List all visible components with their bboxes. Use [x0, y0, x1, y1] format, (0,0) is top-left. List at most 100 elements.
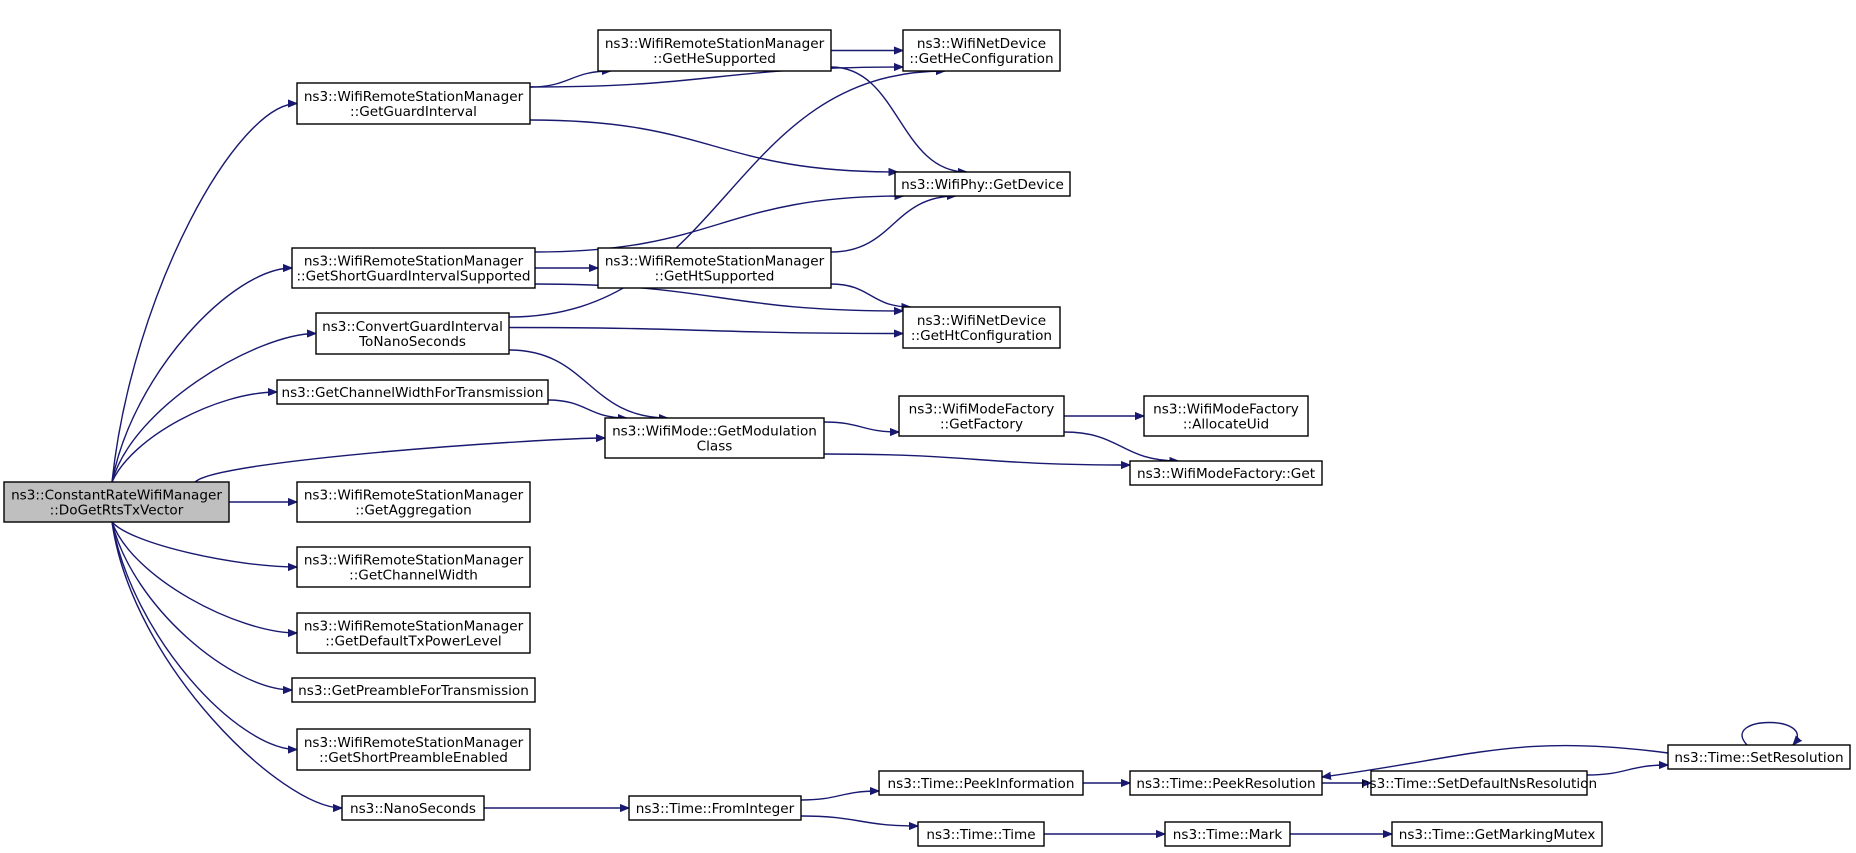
edge-sgi-to-dev	[534, 196, 904, 253]
node-label-line: ns3::Time::PeekInformation	[888, 776, 1075, 792]
node-label-line: ::GetShortGuardIntervalSupported	[296, 269, 530, 285]
graph-node-root: ns3::ConstantRateWifiManager::DoGetRtsTx…	[3, 481, 230, 523]
node-label-line: ns3::Time::SetDefaultNsResolution	[1361, 776, 1597, 792]
edge	[111, 334, 316, 483]
node-box	[917, 821, 1045, 847]
node-label-line: ns3::Time::Time	[926, 827, 1035, 843]
graph-node-setres[interactable]: ns3::Time::SetResolution	[1667, 744, 1851, 770]
node-label-line: ns3::WifiRemoteStationManager	[605, 254, 825, 270]
edge-fromint-to-peekinfo	[800, 791, 879, 801]
node-label-line: ns3::WifiRemoteStationManager	[304, 488, 524, 504]
node-label-line: ::GetFactory	[940, 417, 1023, 433]
node-box	[291, 677, 536, 703]
node-label-line: ::GetHeSupported	[653, 51, 776, 67]
edge-cgi-to-mod	[508, 349, 668, 418]
node-label-line: ns3::WifiModeFactory::Get	[1137, 466, 1315, 482]
edge	[823, 421, 899, 432]
edge-root-to-mod	[194, 438, 605, 483]
node-label-line: ns3::WifiModeFactory	[1153, 402, 1299, 418]
edge-hts-to-htcfg	[830, 283, 911, 307]
graph-node-sgi[interactable]: ns3::WifiRemoteStationManager::GetShortG…	[291, 247, 536, 289]
graph-node-chw[interactable]: ns3::WifiRemoteStationManager::GetChanne…	[296, 546, 531, 588]
edge	[111, 104, 297, 483]
node-label-line: ns3::WifiPhy::GetDevice	[901, 177, 1064, 193]
graph-node-dev[interactable]: ns3::WifiPhy::GetDevice	[894, 171, 1071, 197]
edge-setdef-to-setres	[1586, 765, 1668, 776]
graph-node-setdef[interactable]: ns3::Time::SetDefaultNsResolution	[1361, 770, 1597, 796]
graph-node-htcfg[interactable]: ns3::WifiNetDevice::GetHtConfiguration	[902, 306, 1061, 349]
edge	[111, 521, 297, 750]
edge-fac-to-mfget	[1063, 431, 1179, 461]
edge-setres-to-setres	[1741, 721, 1797, 746]
edge-fromint-to-time	[800, 815, 918, 826]
edge	[547, 399, 627, 418]
node-label-line: ns3::ConvertGuardInterval	[322, 319, 503, 335]
node-box	[1391, 821, 1603, 847]
graph-node-peekinfo[interactable]: ns3::Time::PeekInformation	[878, 770, 1084, 796]
edge-gi-to-dev	[529, 119, 898, 172]
node-label-line: ::GetGuardInterval	[350, 104, 477, 120]
graph-node-dtx[interactable]: ns3::WifiRemoteStationManager::GetDefaul…	[296, 612, 531, 654]
edge	[111, 268, 292, 483]
graph-node-hts[interactable]: ns3::WifiRemoteStationManager::GetHtSupp…	[597, 247, 832, 289]
node-label-line: ::GetAggregation	[355, 503, 472, 519]
node-label-line: ns3::Time::GetMarkingMutex	[1399, 827, 1596, 843]
edge	[111, 521, 292, 690]
graph-node-pre[interactable]: ns3::GetPreambleForTransmission	[291, 677, 536, 703]
edge-root-to-cgi	[111, 334, 316, 483]
edge-root-to-cw	[111, 392, 277, 483]
edge	[1741, 721, 1797, 746]
graph-node-mutex[interactable]: ns3::Time::GetMarkingMutex	[1391, 821, 1603, 847]
graph-node-time[interactable]: ns3::Time::Time	[917, 821, 1045, 847]
graph-node-uid[interactable]: ns3::WifiModeFactory::AllocateUid	[1143, 395, 1309, 437]
graph-node-hecfg[interactable]: ns3::WifiNetDevice::GetHeConfiguration	[902, 29, 1061, 72]
graph-node-peekres[interactable]: ns3::Time::PeekResolution	[1129, 770, 1323, 796]
node-label-line: ::GetShortPreambleEnabled	[319, 750, 508, 766]
graph-node-mark[interactable]: ns3::Time::Mark	[1164, 821, 1291, 847]
node-box	[276, 379, 549, 405]
node-label-line: ns3::WifiMode::GetModulation	[612, 424, 817, 440]
graph-node-cw[interactable]: ns3::GetChannelWidthForTransmission	[276, 379, 549, 405]
node-label-line: ns3::WifiRemoteStationManager	[304, 89, 524, 105]
node-box	[296, 612, 531, 654]
node-label-line: ::GetChannelWidth	[349, 568, 478, 584]
graph-node-nano[interactable]: ns3::NanoSeconds	[341, 795, 485, 821]
node-box	[902, 29, 1061, 72]
graph-node-mfget[interactable]: ns3::WifiModeFactory::Get	[1129, 460, 1323, 486]
edge-root-to-dtx	[111, 521, 297, 633]
edge	[1586, 765, 1668, 776]
node-box	[894, 171, 1071, 197]
edge	[111, 521, 297, 567]
edge	[529, 71, 611, 88]
graph-node-hes[interactable]: ns3::WifiRemoteStationManager::GetHeSupp…	[597, 29, 832, 72]
graph-node-fromint[interactable]: ns3::Time::FromInteger	[628, 795, 802, 821]
node-box	[597, 247, 832, 289]
edge	[830, 66, 967, 172]
node-box	[315, 312, 510, 355]
edge	[830, 196, 956, 253]
edge	[823, 453, 1130, 465]
edges-layer	[111, 51, 1797, 835]
graph-node-agg[interactable]: ns3::WifiRemoteStationManager::GetAggreg…	[296, 481, 531, 523]
edge	[1063, 431, 1179, 461]
graph-node-gi[interactable]: ns3::WifiRemoteStationManager::GetGuardI…	[296, 82, 531, 125]
edge	[508, 349, 668, 418]
node-box	[1129, 770, 1323, 796]
node-box	[628, 795, 802, 821]
node-label-line: ns3::WifiModeFactory	[909, 402, 1055, 418]
edge-root-to-spe	[111, 521, 297, 750]
edge-mod-to-fac	[823, 421, 899, 432]
node-box	[898, 395, 1065, 437]
edge-cgi-to-hecfg	[508, 71, 945, 318]
node-label-line: ns3::WifiRemoteStationManager	[304, 735, 524, 751]
node-box	[1129, 460, 1323, 486]
edge	[830, 283, 911, 307]
graph-node-fac[interactable]: ns3::WifiModeFactory::GetFactory	[898, 395, 1065, 437]
edge-mod-to-mfget	[823, 453, 1130, 465]
graph-node-spe[interactable]: ns3::WifiRemoteStationManager::GetShortP…	[296, 728, 531, 771]
node-box	[604, 417, 825, 459]
node-label-line: ToNanoSeconds	[358, 334, 466, 350]
